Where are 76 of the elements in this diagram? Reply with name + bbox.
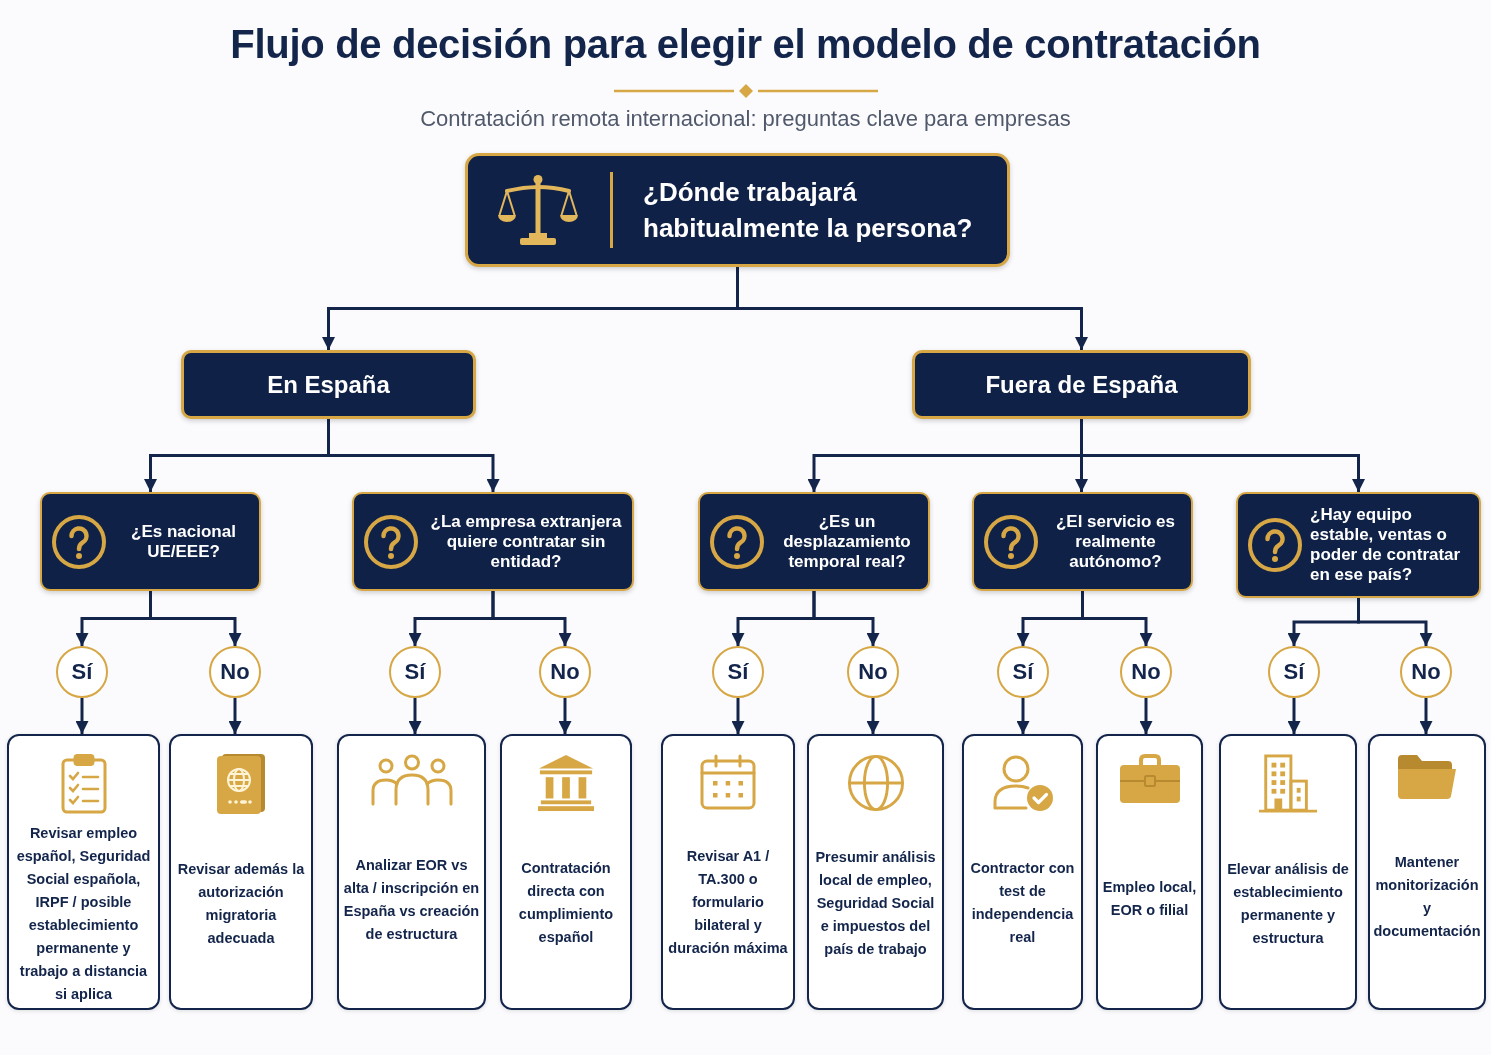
arrow — [1080, 419, 1365, 492]
arrow — [75, 698, 89, 734]
answer-circle — [209, 646, 261, 698]
outcome-card — [661, 734, 795, 1010]
answer-circle — [1120, 646, 1172, 698]
arrow — [1139, 698, 1153, 734]
outcome-text: Contractor con test de independencia real — [969, 859, 1076, 947]
question-box — [698, 492, 930, 591]
arrow — [731, 698, 745, 734]
outcome-card — [1219, 734, 1357, 1010]
outcome-card — [962, 734, 1083, 1010]
answer-label: Sí — [727, 659, 749, 685]
question-box — [1236, 492, 1481, 598]
question-text: ¿Dónde trabajará habitualmente la persona? — [643, 176, 974, 245]
arrow — [327, 419, 500, 492]
arrow — [736, 267, 1088, 350]
arrow — [1081, 591, 1153, 646]
subtitle: Contratación remota internacional: preguntas clave para empresas — [420, 105, 1071, 133]
arrow — [1419, 698, 1433, 734]
outcome-text: Presumir análisis local de empleo, Seguridad Social e impuestos del país de trabajo — [814, 847, 937, 959]
answer-label: No — [220, 659, 250, 685]
question-text: ¿Hay equipo estable, ventas o poder de contratar en ese país? — [1310, 505, 1462, 585]
outcome-card — [1368, 734, 1486, 1010]
answer-label: Sí — [1283, 659, 1305, 685]
question-box — [40, 492, 261, 591]
question-text: ¿Es nacional UE/EEE? — [130, 521, 237, 562]
diagram-title: Flujo de decisión para elegir el modelo de contratación — [230, 21, 1261, 68]
outcome-card — [1096, 734, 1203, 1010]
branch-label: En España — [267, 369, 390, 400]
arrow — [408, 698, 422, 734]
question-box — [352, 492, 634, 591]
arrow — [1357, 598, 1433, 646]
outcome-card — [500, 734, 632, 1010]
outcome-text: Revisar además la autorización migratoria adecuada — [176, 860, 306, 948]
answer-label: No — [1411, 659, 1441, 685]
answer-circle — [539, 646, 591, 698]
outcome-card — [7, 734, 160, 1010]
answer-label: No — [550, 659, 580, 685]
answer-circle — [1268, 646, 1320, 698]
question-text: ¿El servicio es realmente autónomo? — [1054, 511, 1177, 572]
question-text: ¿Es un desplazamiento temporal real? — [782, 511, 912, 572]
question-box — [972, 492, 1193, 591]
main-question-box — [465, 153, 1010, 267]
outcome-card — [337, 734, 486, 1010]
outcome-text: Analizar EOR vs alta / inscripción en España vs creación de estructura — [342, 856, 481, 944]
answer-label: Sí — [1012, 659, 1034, 685]
answer-label: No — [858, 659, 888, 685]
branch-label: Fuera de España — [985, 369, 1178, 400]
outcome-card — [169, 734, 313, 1010]
outcome-card — [807, 734, 944, 1010]
arrow — [866, 698, 880, 734]
answer-label: Sí — [71, 659, 93, 685]
question-text: ¿La empresa extranjera quiere contratar sin entidad? — [429, 511, 623, 572]
answer-circle — [1400, 646, 1452, 698]
outcome-text: Empleo local, EOR o filial — [1101, 878, 1198, 920]
arrow — [1287, 698, 1301, 734]
arrow — [812, 591, 880, 646]
answer-circle — [847, 646, 899, 698]
outcome-text: Mantener monitorización y documentación — [1373, 853, 1481, 941]
outcome-text: Contratación directa con cumplimiento español — [517, 859, 615, 947]
outcome-text: Revisar empleo español, Seguridad Social española, IRPF / posible establecimiento permanente y trabajo a distancia si aplica — [15, 824, 152, 1004]
answer-circle — [997, 646, 1049, 698]
branch-box — [181, 350, 476, 419]
arrow — [1016, 698, 1030, 734]
answer-label: Sí — [404, 659, 426, 685]
answer-label: No — [1131, 659, 1161, 685]
arrow — [558, 698, 572, 734]
outcome-text: Revisar A1 / TA.300 o formulario bilateral y duración máxima — [667, 846, 789, 958]
outcome-text: Elevar análisis de establecimiento permanente y estructura — [1226, 860, 1350, 948]
answer-circle — [56, 646, 108, 698]
answer-circle — [389, 646, 441, 698]
branch-box — [912, 350, 1251, 419]
arrow — [228, 698, 242, 734]
answer-circle — [712, 646, 764, 698]
arrow — [149, 591, 242, 646]
arrow — [491, 591, 572, 646]
